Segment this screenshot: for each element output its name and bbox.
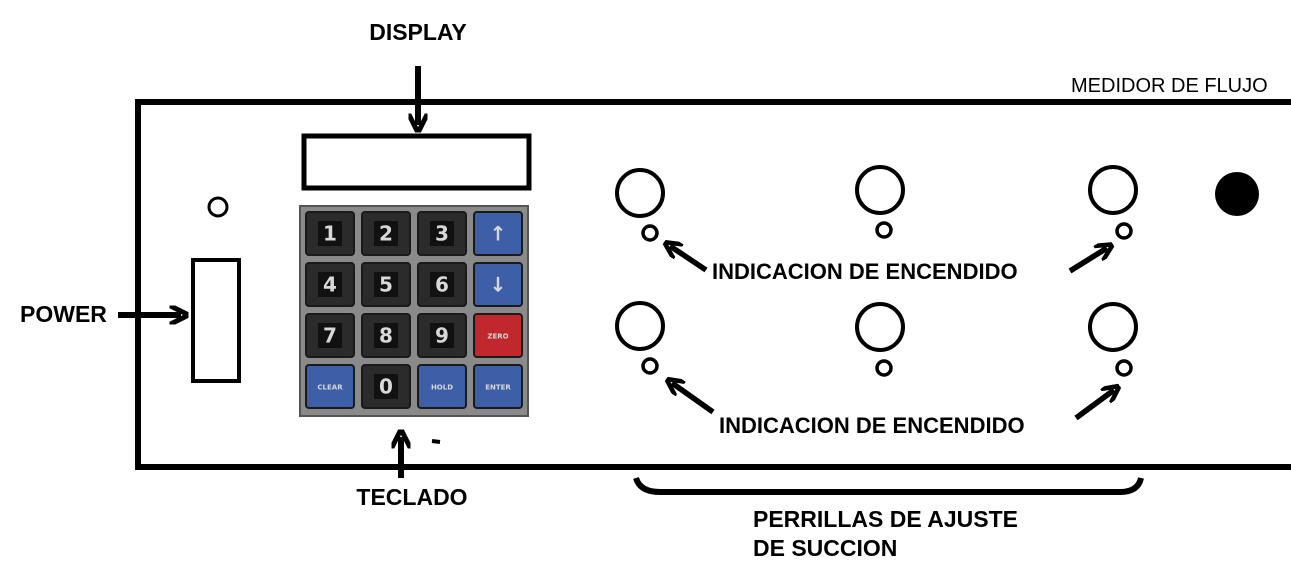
key-15-label: HOLD [431, 384, 453, 392]
key-3-label: 3 [435, 222, 449, 246]
knobs-bracket [633, 476, 1144, 495]
key-16 [473, 364, 523, 409]
keypad: 1 2 3 ↑ 4 5 6 ↓ 7 8 9 ZERO CLEAR 0 HOLD ENTER [299, 205, 529, 417]
medidor-label: MEDIDOR DE FLUJO [1071, 75, 1268, 97]
panel-body [135, 99, 1291, 470]
led-1 [641, 224, 659, 242]
key-10-face [374, 323, 398, 348]
led-6 [1115, 359, 1133, 377]
perrillas-label-line2: DE SUCCION [753, 535, 897, 561]
key-6-label: 5 [379, 273, 393, 297]
key-2-face [374, 221, 398, 246]
indicacion-top-label: INDICACION DE ENCENDIDO [712, 259, 1018, 284]
knob-1 [615, 168, 665, 218]
key-7-face [430, 272, 454, 297]
key-11-face [430, 323, 454, 348]
perrillas-label-line1: PERRILLAS DE AJUSTE [753, 506, 1018, 532]
knob-2 [855, 165, 905, 215]
key-16-label: ENTER [485, 384, 511, 392]
key-9-face [318, 323, 342, 348]
indicacion-bottom-label: INDICACION DE ENCENDIDO [719, 413, 1025, 438]
teclado-label: TECLADO [356, 484, 467, 510]
display-screen [301, 133, 532, 191]
power-label: POWER [20, 301, 107, 327]
indicacion-top-arrow-left [670, 246, 708, 273]
power-switch [191, 258, 241, 383]
key-1-face [318, 221, 342, 246]
key-3-face [430, 221, 454, 246]
led-3 [1115, 222, 1133, 240]
key-5-label: 4 [323, 273, 337, 297]
key-10-label: 8 [379, 324, 393, 348]
led-4 [641, 357, 659, 375]
indicacion-top-arrow-right [1068, 248, 1107, 274]
key-11-label: 9 [435, 324, 449, 348]
key-2-label: 2 [379, 222, 393, 246]
key-5-face [318, 272, 342, 297]
key-9-label: 7 [323, 324, 337, 348]
key-12 [473, 313, 523, 358]
indicacion-bottom-arrow-left [672, 383, 715, 415]
knob-3 [1088, 165, 1138, 215]
power-led [207, 196, 229, 218]
key-4-label: ↑ [490, 222, 507, 246]
key-8 [473, 262, 523, 307]
key-13-label: CLEAR [317, 384, 343, 392]
led-5 [875, 359, 893, 377]
key-6-face [374, 272, 398, 297]
led-2 [875, 221, 893, 239]
knob-4 [615, 301, 665, 351]
key-15 [417, 364, 467, 409]
display-label: DISPLAY [369, 19, 467, 45]
knob-row-bottom [615, 301, 1138, 377]
key-13 [305, 364, 355, 409]
key-14-face [374, 374, 398, 399]
key-7-label: 6 [435, 273, 449, 297]
indicacion-bottom-arrow-right [1074, 390, 1114, 421]
stray-mark [431, 439, 441, 444]
knob-6 [1088, 302, 1138, 352]
key-14-label: 0 [379, 375, 393, 399]
key-12-label: ZERO [487, 333, 508, 341]
knob-row-top [615, 165, 1138, 242]
key-8-label: ↓ [490, 273, 507, 297]
key-4 [473, 211, 523, 256]
flow-meter-dot [1215, 172, 1259, 216]
key-1-label: 1 [323, 222, 337, 246]
knob-5 [855, 302, 905, 352]
